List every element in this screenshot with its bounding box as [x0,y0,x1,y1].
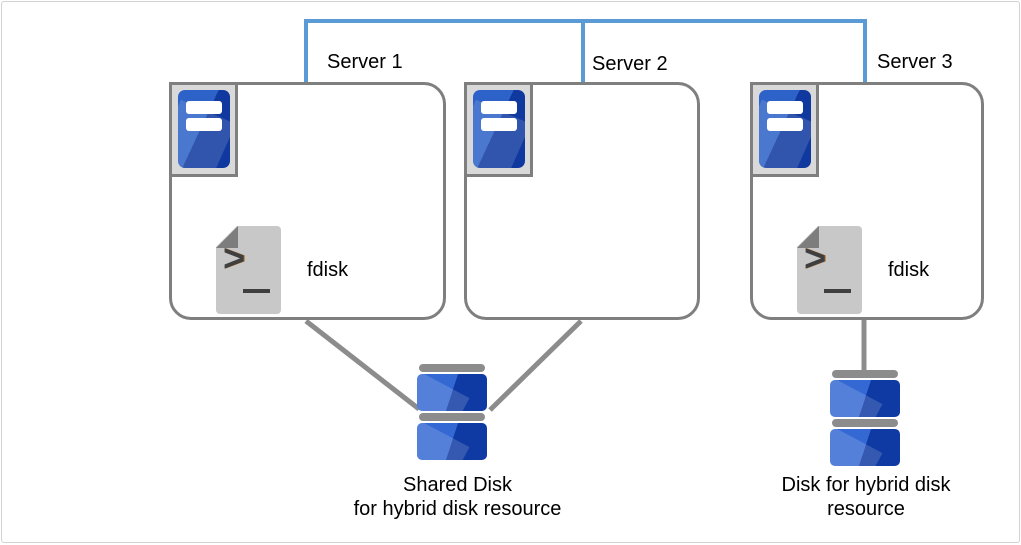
hybrid-disk-label: Disk for hybrid disk resource [750,473,982,521]
server-3-box: > fdisk [750,82,984,320]
server-icon-chip [464,82,533,177]
server-3-fdisk: > fdisk [797,226,929,314]
server-icon [758,90,811,168]
connector-server2-shared-disk [488,319,583,412]
prompt-glyph: > [223,238,246,280]
script-file-icon: > [797,226,862,314]
server-icon-slot [185,101,222,114]
disk-platter [830,429,900,466]
disk-platter [417,374,487,411]
server-icon-slot [480,101,517,114]
disk-platter [417,423,487,460]
server-2-label: Server 2 [592,53,668,75]
disk-cap [419,364,485,372]
server-icon-slot [766,101,803,114]
server-2-box [464,82,700,320]
fdisk-label: fdisk [307,258,349,281]
server-1-fdisk: > fdisk [216,226,348,314]
disk-platter [830,380,900,417]
cursor-glyph [824,289,851,293]
hybrid-disk-icon [830,370,900,468]
server-icon [472,90,525,168]
disk-cap [832,370,898,378]
disk-shine [417,374,470,411]
shared-disk-label-line1: Shared Disk [403,474,512,496]
server-1-label: Server 1 [327,51,403,73]
shared-disk-label-line2: for hybrid disk resource [353,498,562,520]
prompt-glyph: > [804,238,827,280]
disk-cap [419,413,485,421]
script-file-icon: > [216,226,281,314]
connector-server1-shared-disk [304,319,421,411]
cursor-glyph [243,289,270,293]
server-icon-chip [169,82,238,177]
shared-disk-label: Shared Disk for hybrid disk resource [330,473,585,521]
server-icon [177,90,230,168]
server-icon-slot [185,118,222,131]
fdisk-label: fdisk [888,258,930,281]
disk-shine [830,429,883,466]
network-line [304,19,867,85]
hybrid-disk-label-line1: Disk for hybrid disk [781,474,951,496]
server-icon-slot [480,118,517,131]
hybrid-disk-label-line2: resource [827,498,905,520]
shared-disk-icon [417,364,487,462]
server-3-label: Server 3 [877,51,953,73]
disk-cap [832,419,898,427]
server-icon-chip [750,82,819,177]
disk-shine [830,380,883,417]
disk-shine [417,423,470,460]
server-1-box: > fdisk [169,82,446,320]
server-icon-slot [766,118,803,131]
